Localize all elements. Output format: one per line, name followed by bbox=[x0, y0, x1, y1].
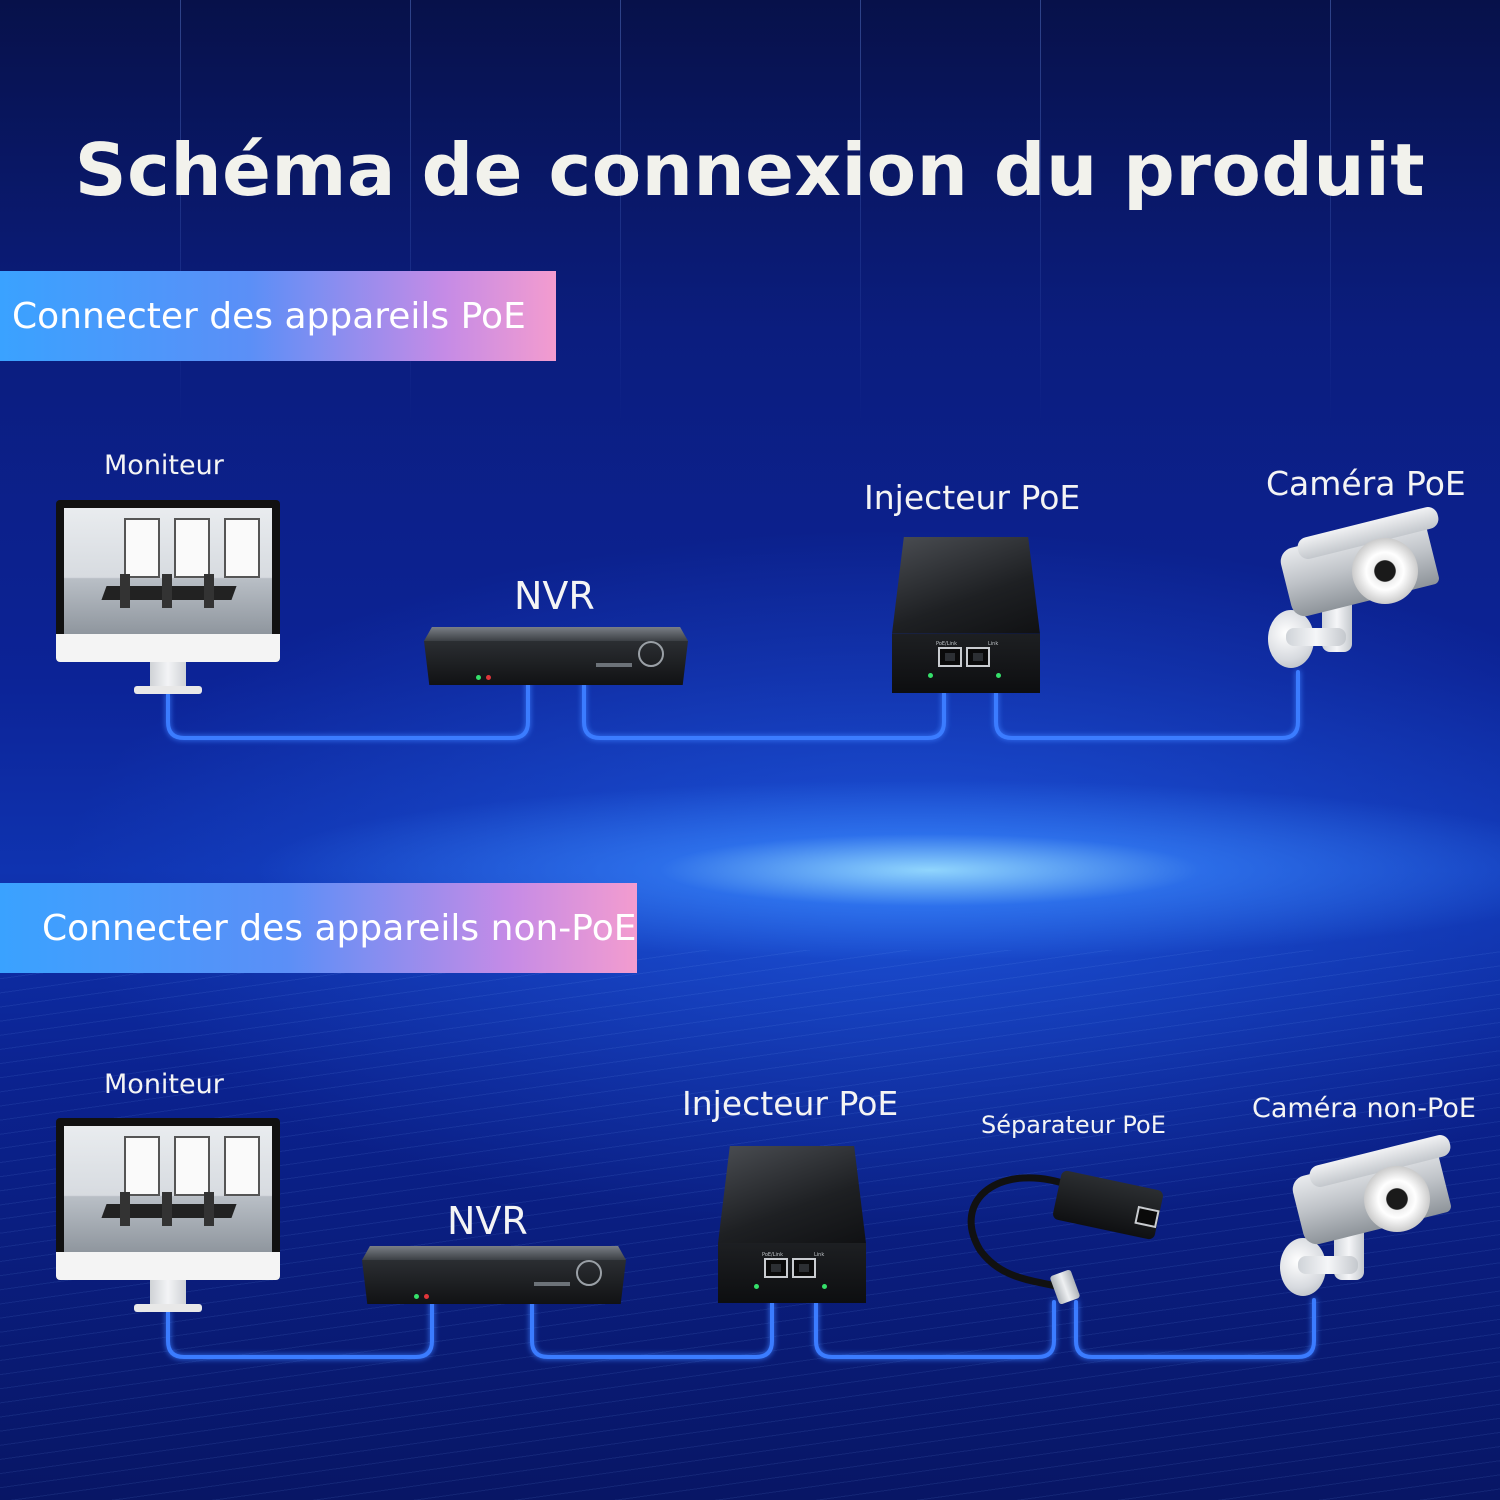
monitor-icon bbox=[56, 1118, 280, 1318]
nvr-label: NVR bbox=[447, 1199, 528, 1243]
section-banner-label: Connecter des appareils non-PoE bbox=[42, 907, 637, 949]
monitor-label: Moniteur bbox=[104, 450, 224, 481]
cable-injector-camera bbox=[994, 670, 1300, 740]
cable-injector-splitter bbox=[814, 1300, 1056, 1359]
cctv-camera-icon bbox=[1266, 504, 1442, 670]
cable-splitter-camera bbox=[1074, 1298, 1316, 1359]
background-data-stream bbox=[1330, 0, 1331, 420]
cable-nvr-injector bbox=[530, 1300, 774, 1359]
background-data-stream bbox=[860, 0, 861, 420]
background-data-stream bbox=[1040, 0, 1041, 420]
poe-injector-icon: PoE/Link Link bbox=[892, 537, 1040, 693]
poe-splitter-icon bbox=[960, 1160, 1170, 1306]
splitter-cable bbox=[967, 1174, 1076, 1290]
page-title: Schéma de connexion du produit bbox=[74, 128, 1426, 212]
monitor-label: Moniteur bbox=[104, 1069, 224, 1100]
monitor-icon bbox=[56, 500, 280, 700]
section-banner-label: Connecter des appareils PoE bbox=[12, 295, 526, 337]
background-data-stream bbox=[410, 0, 411, 420]
poe-injector-icon: PoE/Link Link bbox=[718, 1146, 866, 1303]
cable-monitor-nvr bbox=[166, 681, 530, 740]
cctv-camera-icon bbox=[1278, 1132, 1454, 1298]
splitter-label: Séparateur PoE bbox=[981, 1111, 1166, 1139]
section-banner-non-poe: Connecter des appareils non-PoE bbox=[0, 883, 637, 973]
injector-label: Injecteur PoE bbox=[682, 1084, 899, 1123]
section-banner-poe: Connecter des appareils PoE bbox=[0, 271, 556, 361]
nvr-icon bbox=[362, 1246, 626, 1304]
cable-monitor-nvr bbox=[166, 1300, 434, 1359]
nvr-label: NVR bbox=[514, 574, 595, 618]
camera-label: Caméra PoE bbox=[1266, 464, 1466, 503]
camera-label: Caméra non-PoE bbox=[1252, 1093, 1476, 1124]
nvr-icon bbox=[424, 627, 688, 685]
background-data-stream bbox=[620, 0, 621, 420]
cable-nvr-injector bbox=[582, 681, 946, 740]
injector-label: Injecteur PoE bbox=[864, 478, 1081, 517]
background-data-stream bbox=[180, 0, 181, 420]
